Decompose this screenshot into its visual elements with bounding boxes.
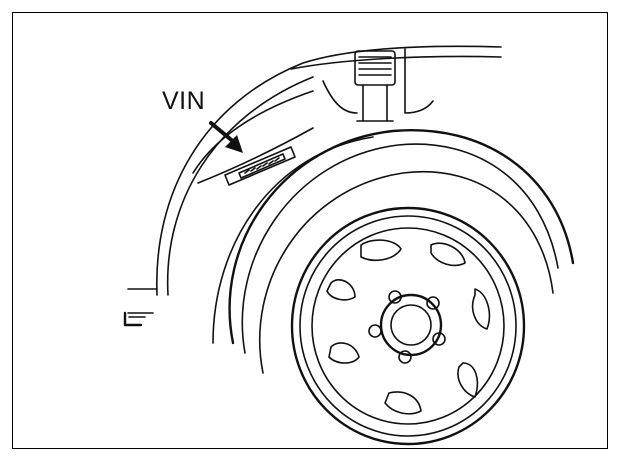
vin-label: VIN [162,87,206,115]
suspension-strut [322,48,434,122]
vin-plate [224,146,296,186]
diagram-frame: VIN [12,12,608,449]
wheel-rim [290,206,526,446]
tire [212,128,575,374]
vehicle-wheel-illustration [123,45,575,446]
pointer-arrow [209,121,243,153]
fender-outline [123,45,502,327]
